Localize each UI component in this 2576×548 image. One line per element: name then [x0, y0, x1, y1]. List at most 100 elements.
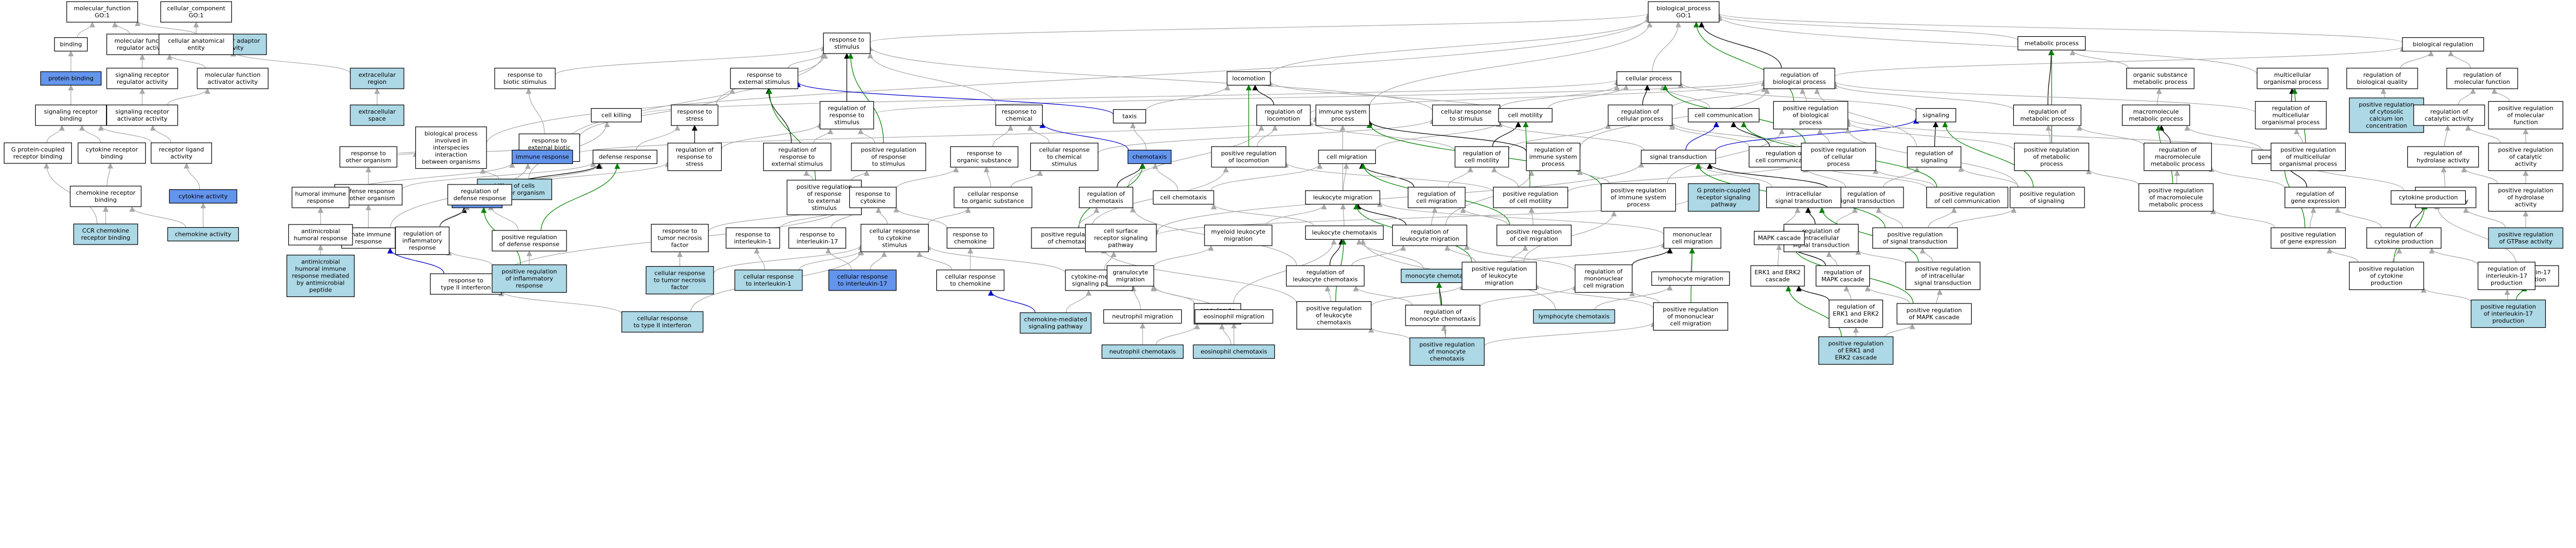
go-term-node-cell-migration[interactable]: cell migration	[1318, 149, 1376, 164]
go-term-node-chemotaxis[interactable]: chemotaxis	[1127, 149, 1171, 164]
go-term-node-neutrophil-mig[interactable]: neutrophil migration	[1103, 309, 1182, 324]
go-term-node-leuk-chemotaxis[interactable]: leukocyte chemotaxis	[1305, 225, 1384, 240]
go-term-node-binding[interactable]: binding	[54, 37, 88, 52]
go-term-node-eosinophil-mig[interactable]: eosinophil migration	[1194, 309, 1274, 324]
go-term-node-lymph-mig[interactable]: lymphocyte migration	[1651, 271, 1730, 286]
go-term-node-mapk[interactable]: MAPK cascade	[1754, 230, 1805, 246]
go-term-node-protein-binding[interactable]: protein binding	[40, 71, 102, 86]
go-term-node-cytokine-prod[interactable]: cytokine production	[2391, 190, 2466, 205]
go-term-node-bio-reg[interactable]: biological regulation	[2402, 37, 2484, 52]
go-term-node-signaling[interactable]: signaling	[1915, 108, 1956, 123]
go-term-node-cell-killing[interactable]: cell killing	[591, 108, 642, 123]
go-term-node-chemokine-activity[interactable]: chemokine activity	[167, 227, 239, 242]
go-term-node-cytokine-activity[interactable]: cytokine activity	[169, 189, 237, 204]
go-term-node-lymph-chemo[interactable]: lymphocyte chemotaxis	[1533, 309, 1615, 324]
go-term-node-immune-response[interactable]: immune response	[511, 149, 573, 164]
go-term-node-taxis[interactable]: taxis	[1113, 109, 1146, 124]
go-term-node-cell-comm[interactable]: cell communication	[1688, 108, 1760, 123]
go-term-node-eosinophil-chemo[interactable]: eosinophil chemotaxis	[1193, 344, 1275, 359]
go-term-node-leuk-migration[interactable]: leukocyte migration	[1305, 190, 1381, 205]
go-term-node-locomotion[interactable]: locomotion	[1227, 71, 1271, 86]
go-term-node-cell-chemotaxis[interactable]: cell chemotaxis	[1153, 190, 1214, 205]
go-term-node-cellular-process[interactable]: cellular process	[1616, 71, 1681, 86]
go-term-node-signal-transduction[interactable]: signal transduction	[1641, 149, 1716, 164]
go-term-node-metabolic[interactable]: metabolic process	[2018, 36, 2086, 51]
